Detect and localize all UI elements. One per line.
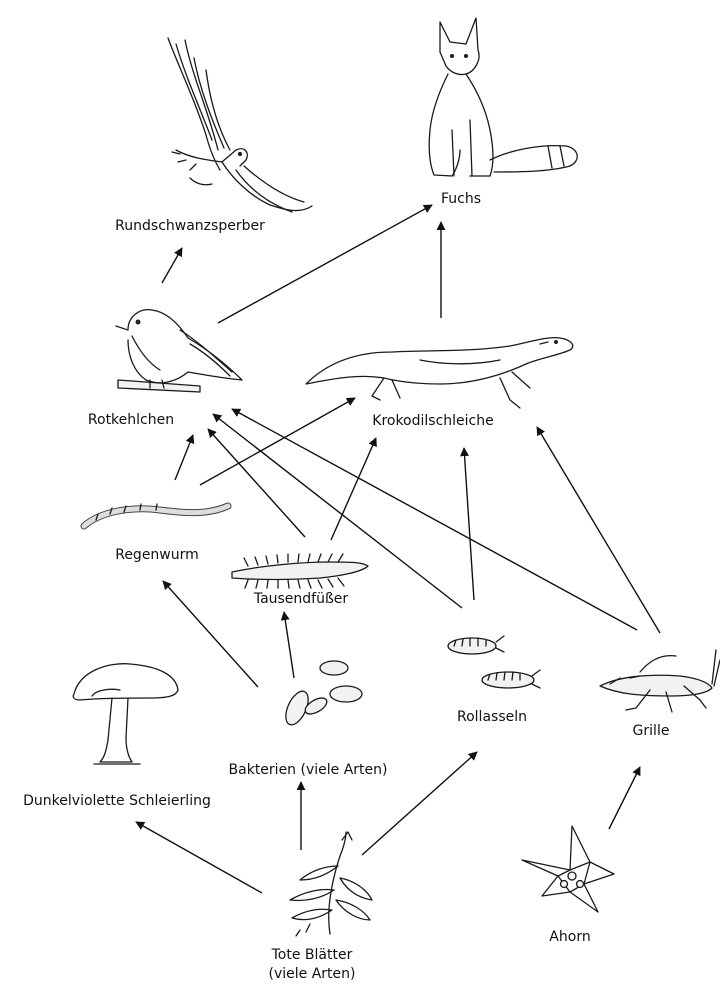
arrow-grille-to-krokodilschleiche bbox=[537, 427, 660, 633]
maple-flower-icon bbox=[522, 826, 614, 912]
dead-leaves-icon bbox=[290, 832, 372, 936]
label-rundschwanzsperber: Rundschwanzsperber bbox=[115, 217, 265, 236]
label-tausendfuesser: Tausendfüßer bbox=[254, 590, 348, 609]
label-regenwurm: Regenwurm bbox=[115, 546, 199, 565]
millipede-icon bbox=[232, 554, 368, 588]
label-grille: Grille bbox=[633, 722, 670, 741]
label-krokodilschleiche: Krokodilschleiche bbox=[372, 412, 493, 431]
skink-icon bbox=[306, 338, 573, 408]
arrow-rotkehlchen-to-rundschwanzsperber bbox=[162, 248, 182, 283]
label-bakterien: Bakterien (viele Arten) bbox=[229, 761, 388, 780]
label-tote-blaetter: Tote Blätter (viele Arten) bbox=[269, 946, 356, 984]
label-dunkelviolette-schleierling: Dunkelviolette Schleierling bbox=[23, 792, 211, 811]
arrow-tausendfuesser-to-krokodilschleiche bbox=[331, 438, 376, 540]
arrow-bakterien-to-tausendfuesser bbox=[284, 612, 294, 678]
robin-icon bbox=[116, 310, 242, 392]
label-rotkehlchen: Rotkehlchen bbox=[88, 411, 174, 430]
mushroom-icon bbox=[73, 664, 178, 764]
arrow-ahorn-to-grille bbox=[609, 767, 640, 829]
woodlouse-icon bbox=[448, 636, 540, 688]
label-fuchs: Fuchs bbox=[441, 190, 481, 209]
arrows bbox=[136, 205, 660, 893]
arrow-bakterien-to-regenwurm bbox=[163, 581, 258, 687]
fox-icon bbox=[429, 18, 577, 176]
arrow-rollasseln-to-krokodilschleiche bbox=[464, 448, 474, 600]
arrow-regenwurm-to-rotkehlchen bbox=[175, 435, 193, 480]
arrow-tausendfuesser-to-rotkehlchen bbox=[208, 429, 305, 537]
label-rollasseln: Rollasseln bbox=[457, 708, 527, 727]
arrow-regenwurm-to-krokodilschleiche bbox=[200, 398, 355, 485]
cricket-icon bbox=[600, 650, 720, 712]
earthworm-icon bbox=[84, 504, 228, 526]
label-ahorn: Ahorn bbox=[549, 928, 590, 947]
arrow-tote-blaetter-to-dunkelviolette bbox=[136, 822, 262, 893]
label-tote-blaetter-line1: Tote Blätter bbox=[269, 946, 356, 965]
label-tote-blaetter-line2: (viele Arten) bbox=[269, 965, 356, 984]
hawk-icon bbox=[168, 38, 312, 212]
